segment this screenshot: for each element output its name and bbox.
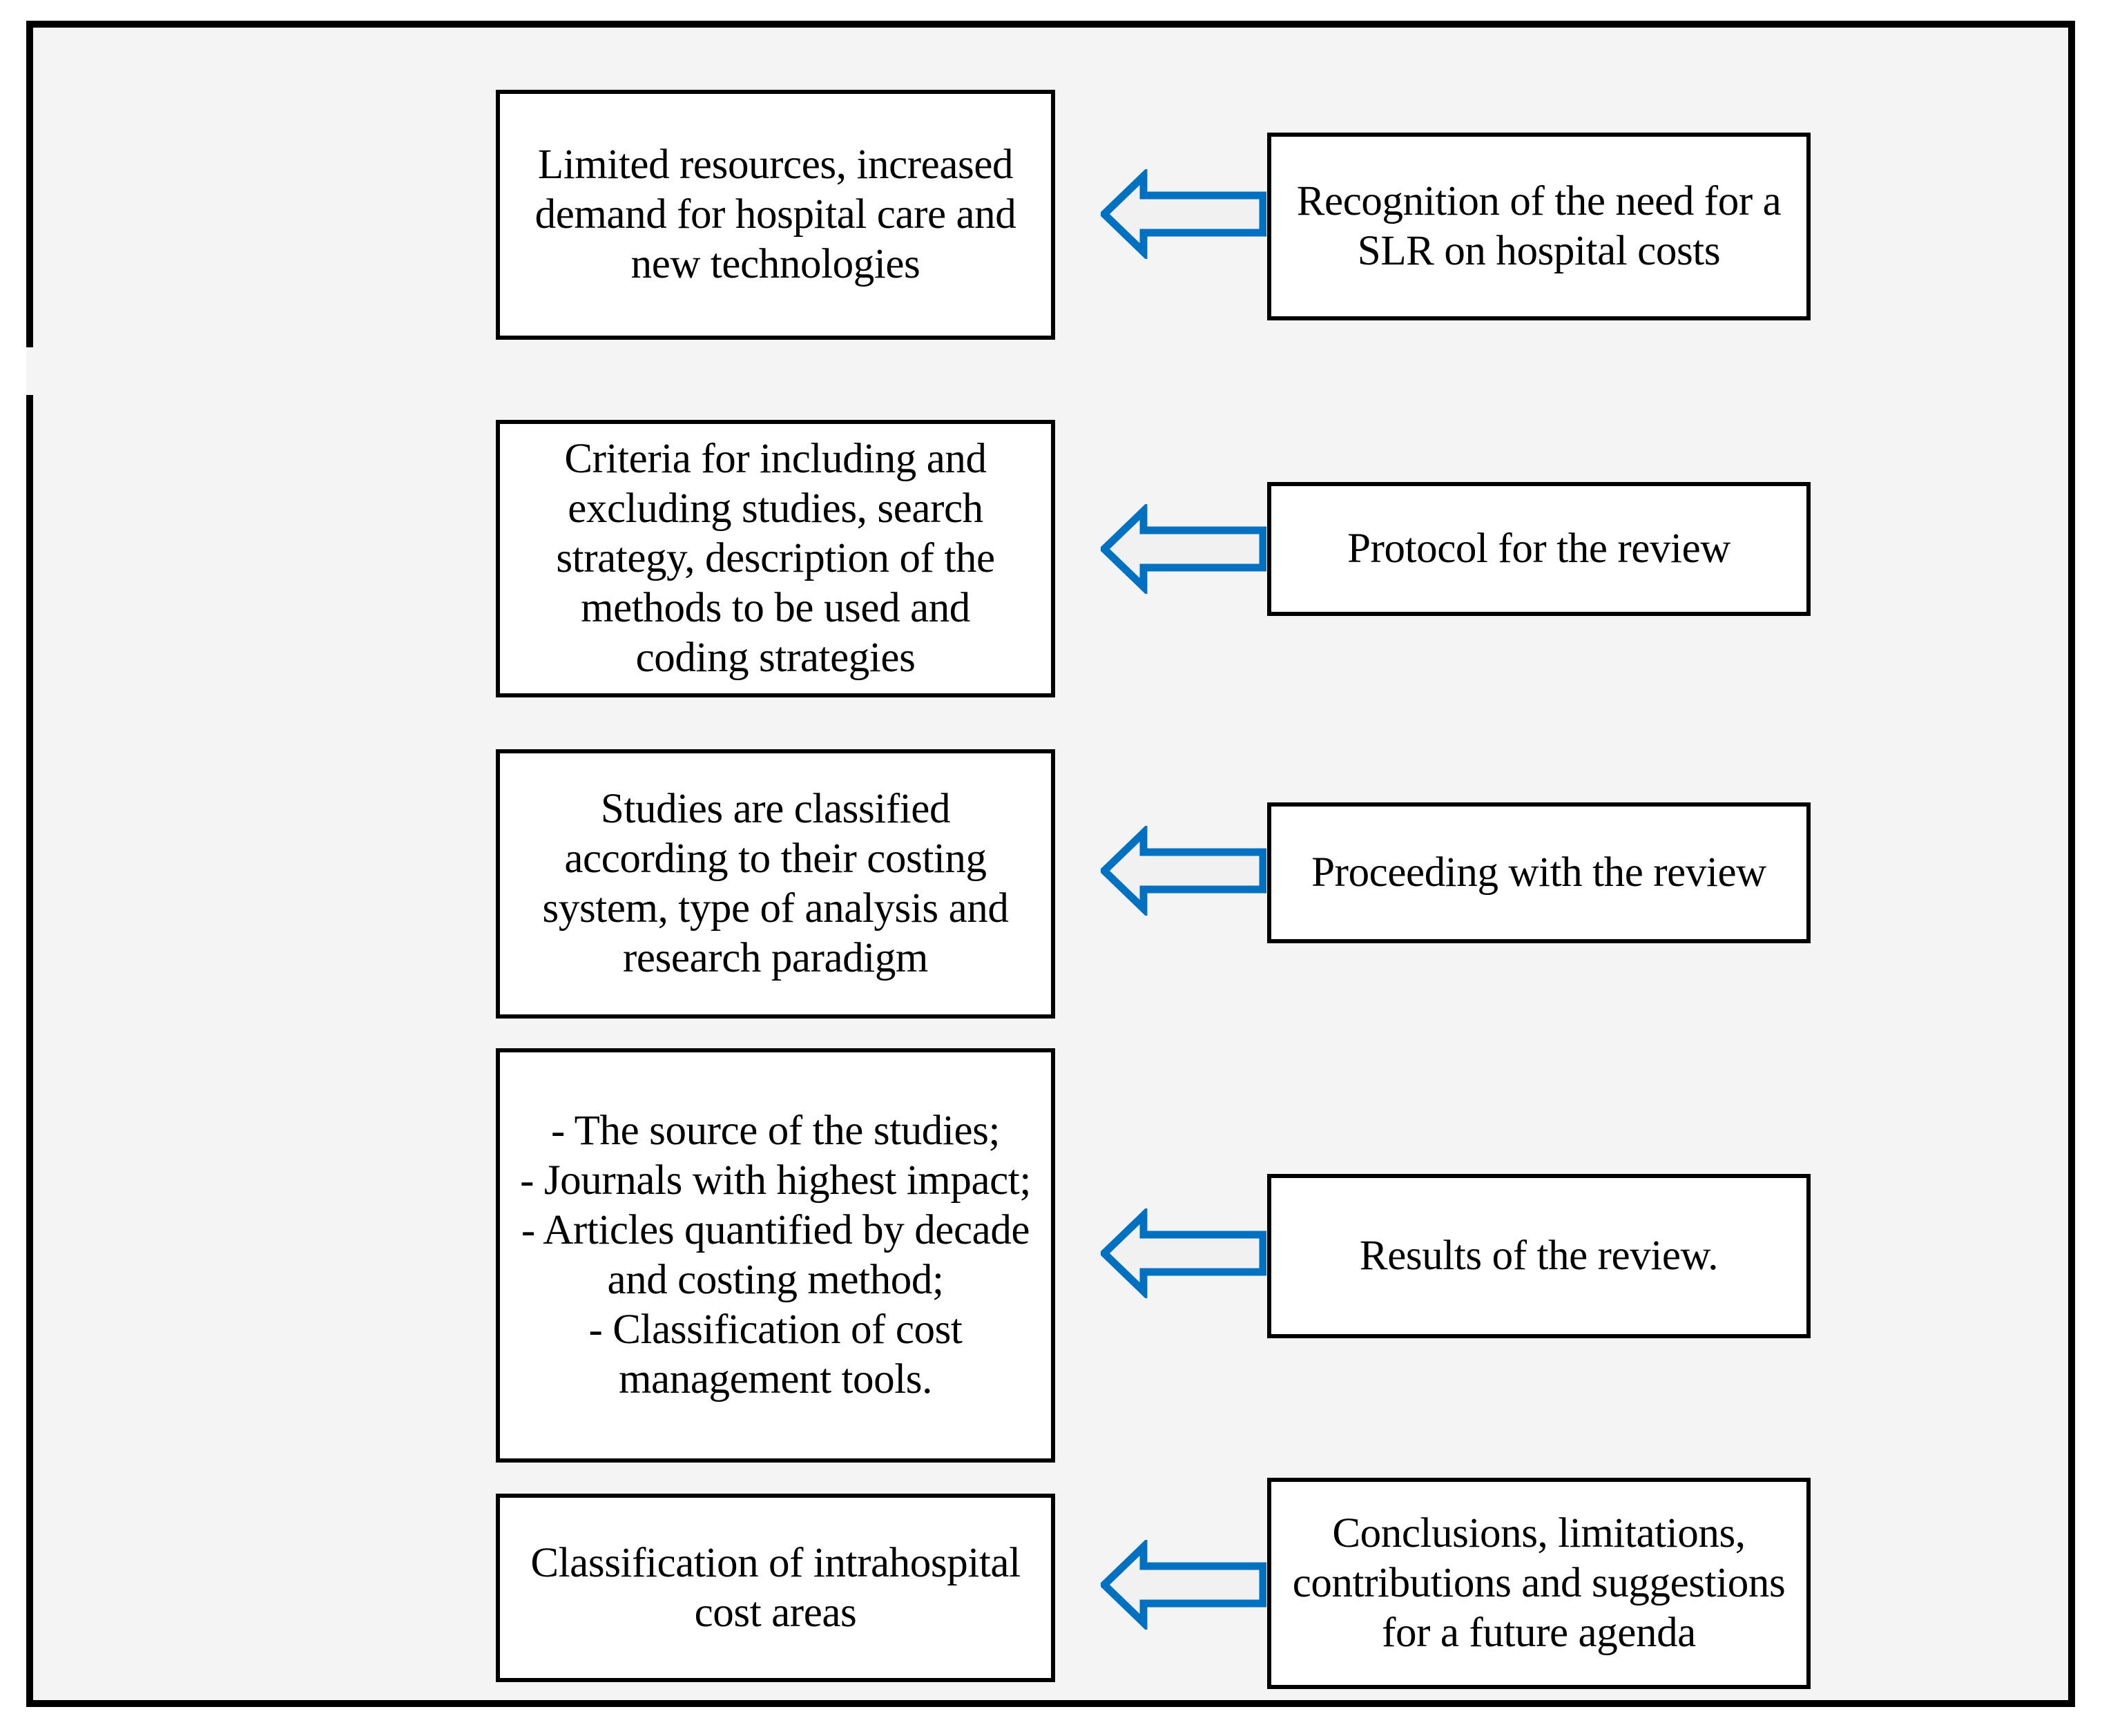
process-box-right-2: Protocol for the review	[1267, 482, 1811, 616]
process-box-right-5: Conclusions, limitations, contributions …	[1267, 1478, 1811, 1689]
process-box-right-3-label: Proceeding with the review	[1311, 849, 1766, 896]
process-box-right-1-label: Recognition of the need for a SLR on hos…	[1296, 178, 1782, 274]
process-box-left-2: Criteria for including and excluding stu…	[496, 420, 1055, 697]
left-arrow-icon-4	[1101, 1208, 1266, 1298]
process-box-left-4-label: - The source of the studies; - Journals …	[520, 1108, 1031, 1402]
process-box-left-1: Limited resources, increased demand for …	[496, 90, 1055, 340]
process-box-left-3-label: Studies are classified according to thei…	[542, 786, 1009, 981]
frame-right-border	[2068, 21, 2075, 1707]
left-arrow-icon-5	[1101, 1540, 1266, 1630]
process-box-right-4: Results of the review.	[1267, 1174, 1811, 1338]
process-box-right-4-label: Results of the review.	[1359, 1233, 1719, 1280]
process-box-right-1: Recognition of the need for a SLR on hos…	[1267, 133, 1811, 320]
left-arrow-icon-2	[1101, 504, 1266, 594]
process-box-left-5-label: Classification of intrahospital cost are…	[530, 1539, 1021, 1636]
process-box-right-3: Proceeding with the review	[1267, 802, 1811, 943]
process-box-right-2-label: Protocol for the review	[1347, 525, 1730, 572]
process-box-left-1-label: Limited resources, increased demand for …	[534, 142, 1016, 287]
frame-top-border	[26, 21, 2075, 28]
process-box-left-5: Classification of intrahospital cost are…	[496, 1494, 1055, 1682]
frame-bottom-border	[26, 1700, 2075, 1707]
left-arrow-icon-3	[1101, 826, 1266, 916]
frame-left-border-upper	[26, 21, 33, 347]
process-box-right-5-label: Conclusions, limitations, contributions …	[1292, 1510, 1786, 1656]
process-box-left-2-label: Criteria for including and excluding stu…	[556, 436, 995, 681]
left-arrow-icon-1	[1101, 169, 1266, 259]
frame-left-border-lower	[26, 395, 33, 1707]
process-box-left-3: Studies are classified according to thei…	[496, 749, 1055, 1019]
process-box-left-4: - The source of the studies; - Journals …	[496, 1048, 1055, 1463]
